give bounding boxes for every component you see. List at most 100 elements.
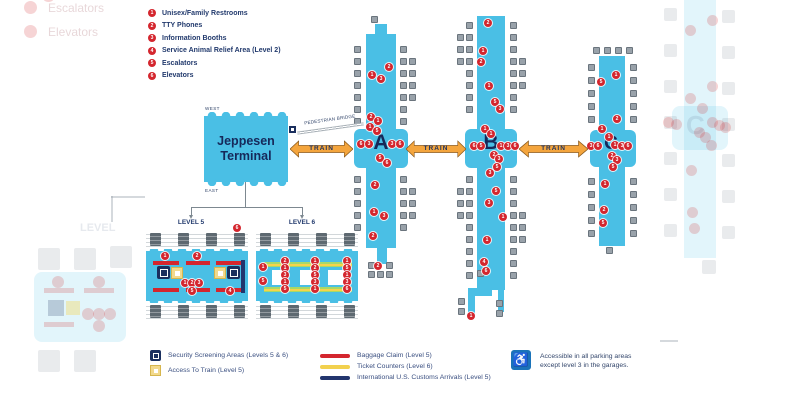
- gate-marker: [510, 224, 517, 231]
- amenity-badge-2: 2: [188, 279, 196, 287]
- gate-marker: [354, 82, 361, 89]
- amenity-badge-2: 2: [385, 63, 393, 71]
- legend-item-label: Security Screening Areas (Levels 5 & 6): [168, 352, 289, 359]
- access-to-train-marker: [171, 267, 183, 279]
- ghost-shape: [44, 322, 74, 327]
- ghost-badge: [684, 24, 696, 36]
- gate-marker: [588, 204, 595, 211]
- amenity-badge-6: 6: [233, 224, 241, 232]
- gate-marker: [593, 47, 600, 54]
- amenity-badge-2: 2: [311, 264, 319, 272]
- amenity-badge-1: 1: [467, 312, 475, 320]
- gate-marker: [510, 82, 517, 89]
- wheelchair-accessibility-icon: ♿: [511, 350, 531, 370]
- gate-marker: [466, 70, 473, 77]
- ghost-shape: [44, 288, 74, 293]
- ghost-gate: [664, 152, 677, 165]
- concourse-b-ext: [468, 288, 492, 296]
- gate-marker: [510, 272, 517, 279]
- ghost-badge: [685, 164, 697, 176]
- gate-marker: [466, 176, 473, 183]
- ghost-badge: [23, 24, 37, 38]
- amenity-badge-1: 1: [483, 236, 491, 244]
- gate-marker: [510, 58, 517, 65]
- amenity-badge-5: 5: [492, 187, 500, 195]
- amenity-badge-1: 1: [259, 263, 267, 271]
- ghost-shape: [66, 301, 80, 315]
- train-label: TRAIN: [423, 145, 449, 152]
- gate-marker: [400, 200, 407, 207]
- gate-marker: [630, 64, 637, 71]
- level5-label: LEVEL 5: [177, 219, 205, 226]
- legend-item-label: Access To Train (Level 5): [168, 367, 245, 374]
- ghost-badge: [662, 116, 674, 128]
- amenity-badge-1: 1: [311, 285, 319, 293]
- counter-island: [328, 270, 344, 285]
- gate-marker: [510, 236, 517, 243]
- gate-marker: [466, 106, 473, 113]
- gate-marker: [354, 200, 361, 207]
- ghost-badge: [706, 80, 718, 92]
- roadway-stop: [206, 233, 217, 246]
- amenity-badge-1: 1: [497, 142, 505, 150]
- ghost-badge: [686, 206, 698, 218]
- gate-marker: [409, 200, 416, 207]
- gate-marker: [354, 46, 361, 53]
- gate-marker: [510, 176, 517, 183]
- amenity-badge-1: 1: [598, 125, 606, 133]
- amenity-badge-1: 1: [601, 180, 609, 188]
- ghost-badge: [670, 118, 682, 130]
- gate-marker: [457, 212, 464, 219]
- connector-line: [191, 207, 303, 208]
- double-arrow-icon: [290, 140, 353, 158]
- train-label: TRAIN: [541, 145, 566, 152]
- amenity-badge-3: 3: [486, 169, 494, 177]
- ghost-badge: [688, 222, 700, 234]
- gate-marker: [588, 191, 595, 198]
- gate-marker: [519, 70, 526, 77]
- ghost-gate: [74, 350, 96, 372]
- amenity-badge-1: 1: [181, 279, 189, 287]
- gate-marker: [368, 271, 375, 278]
- amenity-badge-3: 3: [495, 155, 503, 163]
- amenity-badge-5: 5: [188, 287, 196, 295]
- amenity-badge-2: 2: [600, 206, 608, 214]
- legend-item-label: Service Animal Relief Area (Level 2): [162, 47, 281, 55]
- amenity-badge-5: 5: [373, 127, 381, 135]
- arrow-down-icon: [299, 215, 304, 219]
- gate-marker: [630, 90, 637, 97]
- ghost-badge: [93, 320, 105, 332]
- amenity-badge-6: 6: [357, 140, 365, 148]
- ghost-shape: [84, 288, 114, 293]
- gate-marker: [409, 58, 416, 65]
- gate-marker: [409, 212, 416, 219]
- gate-marker: [400, 58, 407, 65]
- amenity-badge-1: 1: [366, 123, 374, 131]
- gate-marker: [400, 188, 407, 195]
- gate-marker: [400, 224, 407, 231]
- ghost-shape: [48, 300, 64, 316]
- amenity-badge-3: 3: [365, 140, 373, 148]
- amenity-badge-5: 5: [281, 285, 289, 293]
- concourse-a-stub: [375, 24, 387, 36]
- gate-marker: [588, 230, 595, 237]
- ticket-counter-line: [264, 288, 352, 291]
- gate-marker: [630, 103, 637, 110]
- gate-marker: [409, 94, 416, 101]
- gate-marker: [510, 212, 517, 219]
- ghost-badge: [699, 131, 711, 143]
- badge-1-icon: 1: [148, 9, 156, 17]
- ghost-gate: [664, 80, 677, 93]
- gate-marker: [519, 82, 526, 89]
- ghost-gate: [38, 248, 60, 270]
- gate-marker: [510, 260, 517, 267]
- gate-marker: [457, 34, 464, 41]
- double-arrow-icon: [519, 140, 588, 158]
- ghost-shape: [660, 340, 678, 342]
- gate-marker: [466, 34, 473, 41]
- amenity-badge-1: 1: [481, 125, 489, 133]
- ghost-badge: [104, 308, 116, 320]
- gate-marker: [510, 70, 517, 77]
- amenity-badge-2: 2: [613, 115, 621, 123]
- amenity-badge-3: 3: [377, 75, 385, 83]
